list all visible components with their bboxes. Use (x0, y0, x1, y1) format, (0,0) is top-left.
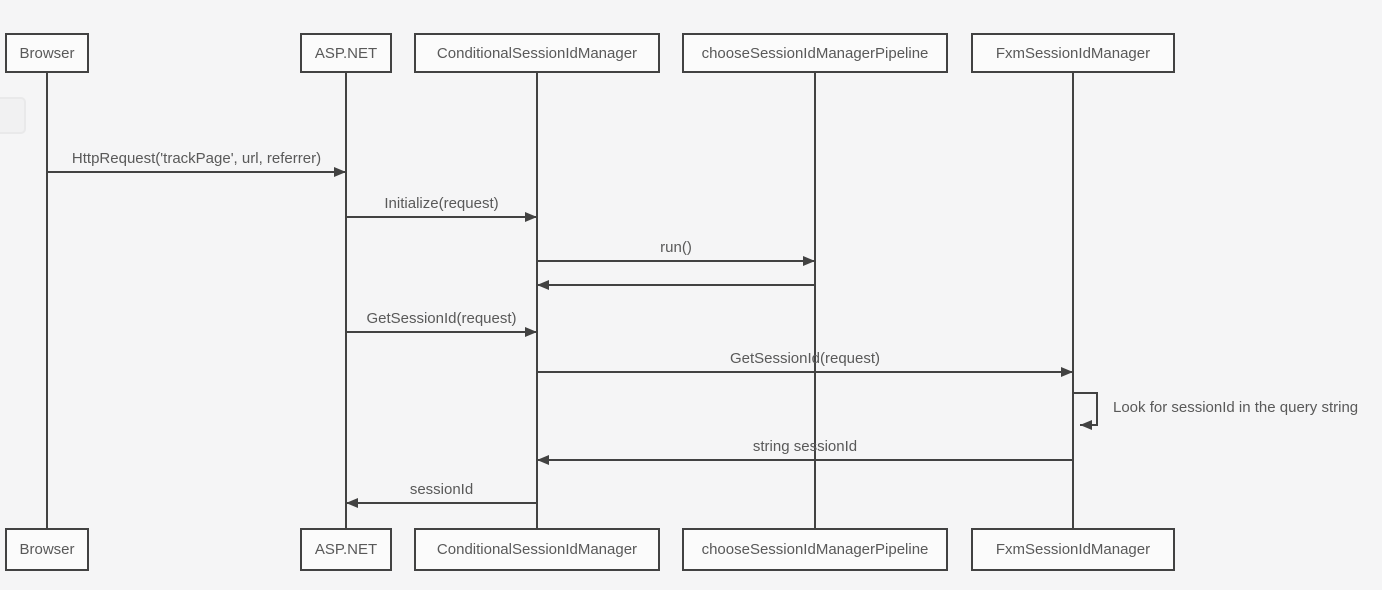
participant-label: ConditionalSessionIdManager (436, 44, 638, 62)
participant-box-fxm-top: FxmSessionIdManager (971, 33, 1175, 73)
participant-label: chooseSessionIdManagerPipeline (701, 44, 929, 62)
participant-box-pipeline-top: chooseSessionIdManagerPipeline (682, 33, 948, 73)
self-message-line-6 (1074, 392, 1098, 430)
participant-label: ASP.NET (314, 541, 378, 558)
participant-box-browser-top: Browser (5, 33, 89, 73)
participant-label: ASP.NET (314, 44, 378, 62)
background-artifact (0, 97, 26, 134)
participant-box-aspnet-top: ASP.NET (300, 33, 392, 73)
participant-label: FxmSessionIdManager (995, 44, 1151, 62)
participant-label: ConditionalSessionIdManager (436, 541, 638, 558)
participant-box-fxm-bottom: FxmSessionIdManager (971, 528, 1175, 571)
participant-box-conditional-bottom: ConditionalSessionIdManager (414, 528, 660, 571)
participant-box-browser-bottom: Browser (5, 528, 89, 571)
participant-label: FxmSessionIdManager (995, 541, 1151, 558)
participant-box-aspnet-bottom: ASP.NET (300, 528, 392, 571)
participant-box-pipeline-bottom: chooseSessionIdManagerPipeline (682, 528, 948, 571)
participant-label: Browser (19, 44, 75, 62)
participant-label: chooseSessionIdManagerPipeline (701, 541, 929, 558)
participant-box-conditional-top: ConditionalSessionIdManager (414, 33, 660, 73)
participant-label: Browser (19, 541, 75, 558)
